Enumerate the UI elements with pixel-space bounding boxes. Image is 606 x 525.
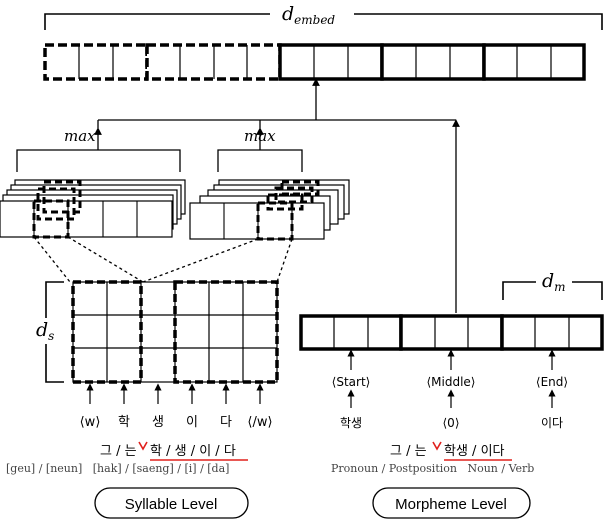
ds-label: ds <box>36 319 54 343</box>
morpheme-input-token: 이다 <box>541 416 563 430</box>
feature-map-stack-left <box>0 179 186 239</box>
conv-receptive-lines <box>33 236 293 283</box>
morpheme-pos-tags: Pronoun / Postposition Noun / Verb <box>331 462 534 475</box>
syllable-inputs: ⟨w⟩ 학 생 이 다 ⟨/w⟩ <box>80 383 273 430</box>
syllable-token: ⟨w⟩ <box>80 415 101 430</box>
morpheme-sentence-prefix: 그 / 는 <box>390 444 427 459</box>
max-label-left: max <box>64 127 96 145</box>
morpheme-vector <box>299 314 604 351</box>
syllable-token: 생 <box>152 415 164 430</box>
morpheme-inputs: ⟨Start⟩ ⟨Middle⟩ ⟨End⟩ 학생 ⟨0⟩ 이다 <box>332 349 568 430</box>
embed-dimension-bracket: dembed <box>44 2 603 30</box>
embed-dim-label: dembed <box>282 3 335 27</box>
dm-dimension-bracket: dm <box>502 268 603 300</box>
syllable-max-pool-right: max <box>217 127 303 172</box>
syllable-token: 이 <box>186 415 198 430</box>
morpheme-level-badge: Morpheme Level <box>372 487 531 519</box>
morpheme-position-tag: ⟨End⟩ <box>536 375 568 389</box>
split-mark <box>432 441 442 451</box>
syllable-token: 다 <box>220 415 232 430</box>
morpheme-position-tag: ⟨Start⟩ <box>332 375 371 389</box>
syllable-level-label: Syllable Level <box>125 496 218 513</box>
split-mark <box>138 441 148 451</box>
dm-label: dm <box>542 270 566 294</box>
morpheme-embedding-segment <box>278 43 586 81</box>
syllable-token: ⟨/w⟩ <box>247 415 272 430</box>
syllable-romanization: [geu] / [neun] [hak] / [saeng] / [i] / [… <box>6 462 229 475</box>
morpheme-input-token: 학생 <box>340 416 362 430</box>
morpheme-sentence: 그 / 는 학생 / 이다 Pronoun / Postposition Nou… <box>331 441 534 475</box>
syllable-token: 학 <box>118 415 130 430</box>
concat-connectors <box>97 78 460 313</box>
syllable-sentence-target: 학 / 생 / 이 / 다 <box>150 444 236 459</box>
morpheme-position-tag: ⟨Middle⟩ <box>426 375 475 389</box>
morpheme-input-token: ⟨0⟩ <box>443 416 460 430</box>
syllable-max-pool-left: max <box>16 127 181 172</box>
feature-map-stack-right <box>189 179 350 241</box>
syllable-sentence: 그 / 는 학 / 생 / 이 / 다 [geu] / [neun] [hak]… <box>6 441 248 475</box>
final-embedding-vector <box>43 43 586 81</box>
morpheme-sentence-target: 학생 / 이다 <box>444 444 505 459</box>
ds-dimension-bracket: ds <box>32 281 64 383</box>
syllable-sentence-prefix: 그 / 는 <box>100 444 137 459</box>
morpheme-level-label: Morpheme Level <box>395 496 507 513</box>
syllable-embedding-segment <box>43 43 282 81</box>
syllable-level-badge: Syllable Level <box>94 487 249 519</box>
syllable-matrix <box>71 280 279 384</box>
